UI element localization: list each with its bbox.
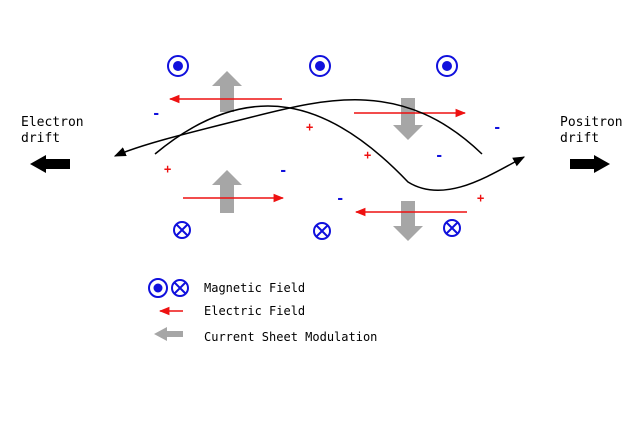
negative-charge: - — [435, 148, 443, 164]
legend-magnetic-out-icon — [148, 278, 168, 298]
positive-charge: + — [477, 191, 484, 205]
negative-charge: - — [336, 191, 344, 207]
negative-charge: - — [493, 120, 501, 136]
current-modulation-down-arrow-icon — [393, 201, 423, 241]
magnetic-field-out-icon — [436, 55, 458, 77]
electron-label-line1: Electron — [21, 115, 84, 130]
positron-label-line2: drift — [560, 131, 599, 146]
legend-current-label: Current Sheet Modulation — [204, 330, 377, 344]
electron-label-line2: drift — [21, 131, 60, 146]
positive-charge: + — [164, 162, 171, 176]
legend: Magnetic Field Electric Field Current Sh… — [148, 278, 377, 344]
magnetic-field-in-icon — [443, 219, 461, 237]
magnetic-field-in-icon — [313, 222, 331, 240]
current-modulation-up-arrow-icon — [212, 170, 242, 213]
magnetic-field-out-icon — [167, 55, 189, 77]
electron-drift-arrow-icon — [30, 155, 70, 173]
current-modulation-down-arrow-icon — [393, 98, 423, 140]
positron-label-line1: Positron — [560, 115, 623, 130]
legend-electric-label: Electric Field — [204, 304, 305, 318]
positive-charge: + — [306, 120, 313, 134]
current-modulation-up-arrow-icon — [212, 71, 242, 112]
negative-charge: - — [152, 106, 160, 122]
legend-magnetic-in-icon — [171, 279, 189, 297]
legend-current-arrow-icon — [154, 327, 183, 341]
magnetic-field-in-icon — [173, 221, 191, 239]
negative-charge: - — [279, 163, 287, 179]
positron-orbit-curve — [154, 105, 526, 192]
legend-magnetic-label: Magnetic Field — [204, 281, 305, 295]
electron-orbit-curve — [113, 99, 483, 157]
magnetic-field-out-icon — [309, 55, 331, 77]
positive-charge: + — [364, 148, 371, 162]
positron-drift-arrow-icon — [570, 155, 610, 173]
